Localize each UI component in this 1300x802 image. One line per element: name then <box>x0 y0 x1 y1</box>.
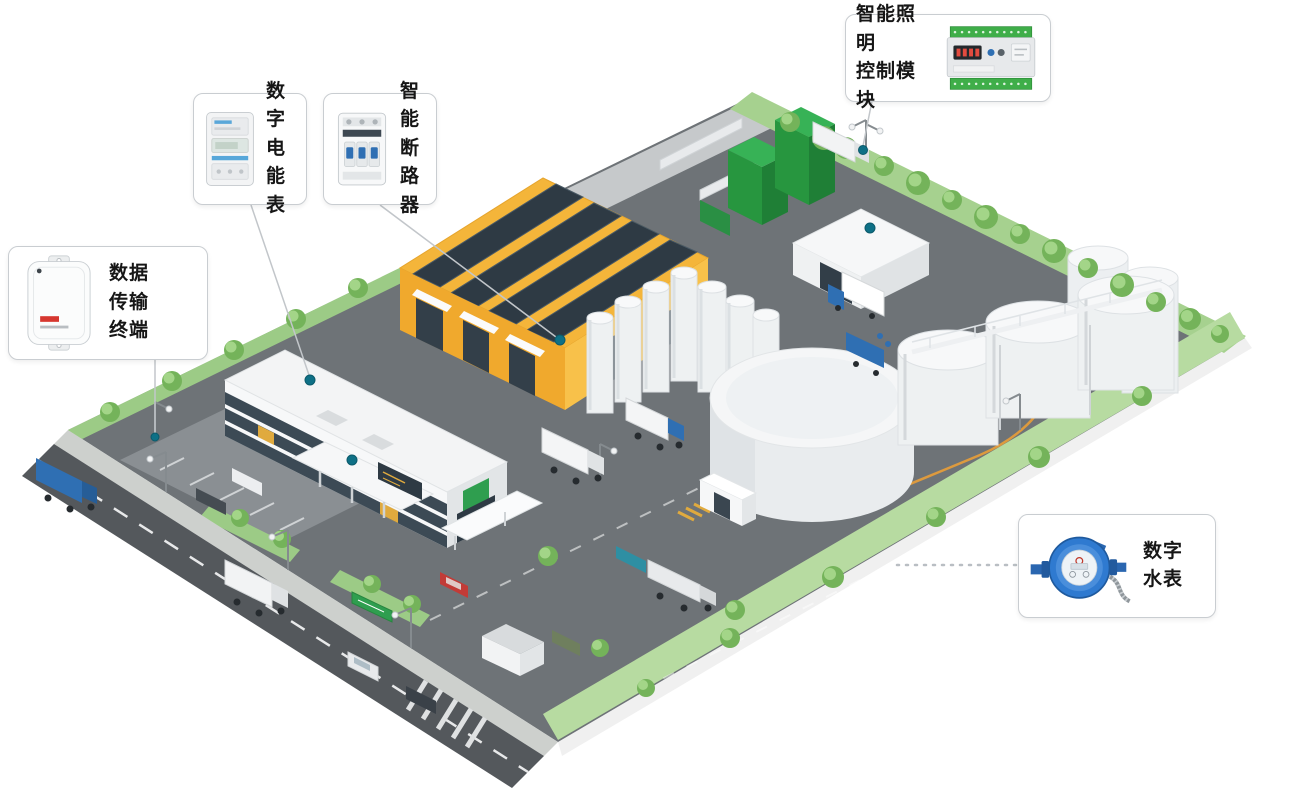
entrance-canopy <box>440 490 544 550</box>
vehicle-car-teal <box>616 546 646 573</box>
vehicle-truck-silos <box>625 397 684 451</box>
tank-shed <box>698 472 758 526</box>
vehicle-box-truck <box>224 559 288 617</box>
vehicle-car-white <box>347 651 379 682</box>
vehicle-car-red <box>440 572 468 598</box>
lighting-control-module-image <box>946 26 1036 90</box>
callout-label-water-meter: 数字 水表 <box>1143 540 1184 591</box>
callout-digital-water-meter: 数字 水表 <box>1018 514 1216 618</box>
solar-panel-strips <box>411 183 699 343</box>
conveyor-towers <box>659 107 835 236</box>
vehicle-blue-truck <box>36 458 97 513</box>
callout-label-energy-meter: 数字 电能 表 <box>266 80 287 216</box>
vehicle-car-dark <box>406 686 436 714</box>
vehicle-car-parking-dark <box>196 488 226 515</box>
callout-label-lighting-module: 智能照明 控制模块 <box>856 4 917 111</box>
callout-connectors <box>154 100 1018 567</box>
callout-smart-circuit-breaker: 智能 断路 器 <box>323 81 437 216</box>
storage-tank-large <box>698 333 915 526</box>
vehicle-car-green <box>552 630 580 656</box>
front-canopy <box>291 441 435 518</box>
vehicle-car-parking-white <box>232 468 262 496</box>
callout-label-circuit-breaker: 智能 断路 器 <box>400 80 421 216</box>
callout-data-transmission-terminal: 数据 传输 终端 <box>8 246 208 360</box>
callout-label-data-terminal: 数据 传输 终端 <box>109 263 150 342</box>
guard-house <box>482 624 544 676</box>
sign-board <box>378 462 422 500</box>
vehicle-garage-truck <box>828 271 885 319</box>
vehicle-truck-blue-right <box>846 332 884 376</box>
vehicle-tanker <box>647 559 716 612</box>
data-transmission-terminal-image <box>27 255 91 351</box>
digital-energy-meter-image <box>206 112 254 186</box>
parking-lot <box>120 388 430 542</box>
callout-digital-energy-meter: 数字 电能 表 <box>193 81 307 216</box>
callout-lighting-control-module: 智能照明 控制模块 <box>845 4 1051 111</box>
smart-circuit-breaker-image <box>337 112 387 186</box>
vehicles <box>36 121 885 714</box>
connection-dots <box>150 145 876 466</box>
vehicle-truck-warehouse <box>541 427 604 485</box>
lawn-sign <box>351 591 393 623</box>
digital-water-meter-image <box>1030 536 1131 604</box>
